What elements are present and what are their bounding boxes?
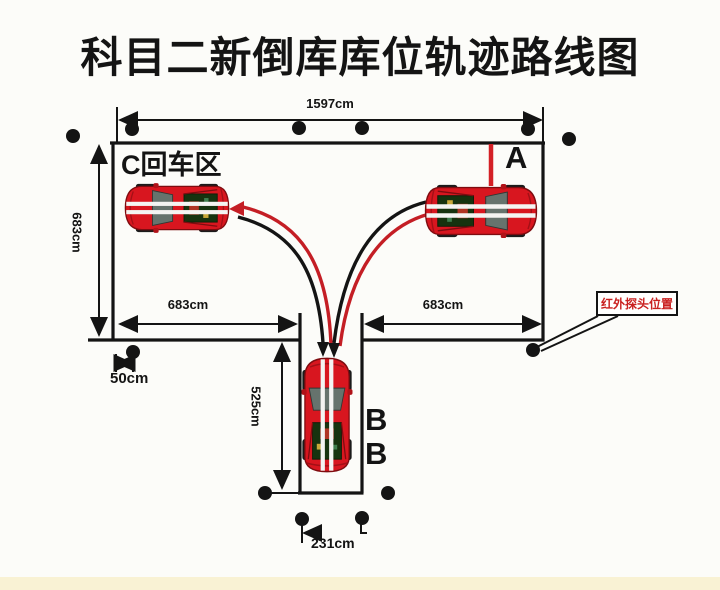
trajectory-arrow-down-right — [328, 343, 340, 358]
dim-label-1597cm: 1597cm — [306, 96, 354, 111]
car-in-slot-b — [300, 357, 354, 473]
probe-dot-slot-left — [258, 486, 272, 500]
probe-dot-slot-right — [381, 486, 395, 500]
infrared-probe-callout: 红外探头位置 — [596, 291, 678, 316]
trajectory-arrow-down-left — [317, 342, 329, 357]
page-title: 科目二新倒库库位轨迹路线图 — [80, 34, 640, 81]
trajectory-black-left — [237, 215, 325, 344]
dim-label-231cm: 231cm — [311, 535, 355, 551]
probe-dot-top-2 — [292, 121, 306, 135]
infrared-probe-callout-text: 红外探头位置 — [600, 297, 673, 311]
bottom-cream-strip — [0, 577, 720, 590]
zone-label-b-upper: B — [365, 402, 388, 437]
trajectory-arrow-to-car-c — [229, 201, 244, 216]
probe-dot-bottom-left — [126, 345, 140, 359]
probe-dot-top-4 — [521, 122, 535, 136]
probe-dot-below-slot-right — [355, 511, 369, 525]
infrared-probe-dots — [66, 121, 576, 526]
dim-label-50cm: 50cm — [110, 370, 149, 387]
probe-dot-outer-left — [66, 129, 80, 143]
zone-label-a: A — [505, 140, 528, 175]
dim-label-683cm-left-vertical: 683cm — [69, 212, 85, 253]
probe-dot-top-1 — [125, 122, 139, 136]
probe-dot-top-3 — [355, 121, 369, 135]
zone-label-c-area: C回车区 — [121, 150, 222, 180]
probe-dot-outer-right — [562, 132, 576, 146]
trajectory-curves — [229, 200, 442, 358]
dim-label-525cm: 525cm — [248, 386, 264, 427]
probe-dot-below-slot-left — [295, 512, 309, 526]
dim-label-683cm-right: 683cm — [422, 297, 464, 312]
dimension-lines — [90, 107, 544, 543]
dim-label-683cm-left: 683cm — [167, 297, 209, 312]
car-in-c-area — [124, 182, 230, 234]
trajectory-black-right — [332, 200, 427, 344]
probe-dot-bottom-right — [526, 343, 540, 357]
trajectory-red-right — [338, 212, 430, 347]
zone-label-b-lower: B — [365, 436, 388, 471]
car-at-a — [424, 183, 538, 239]
probe-label-leaders — [536, 315, 619, 352]
course-boundary-lines — [88, 141, 545, 495]
trajectory-red-left — [242, 205, 333, 346]
